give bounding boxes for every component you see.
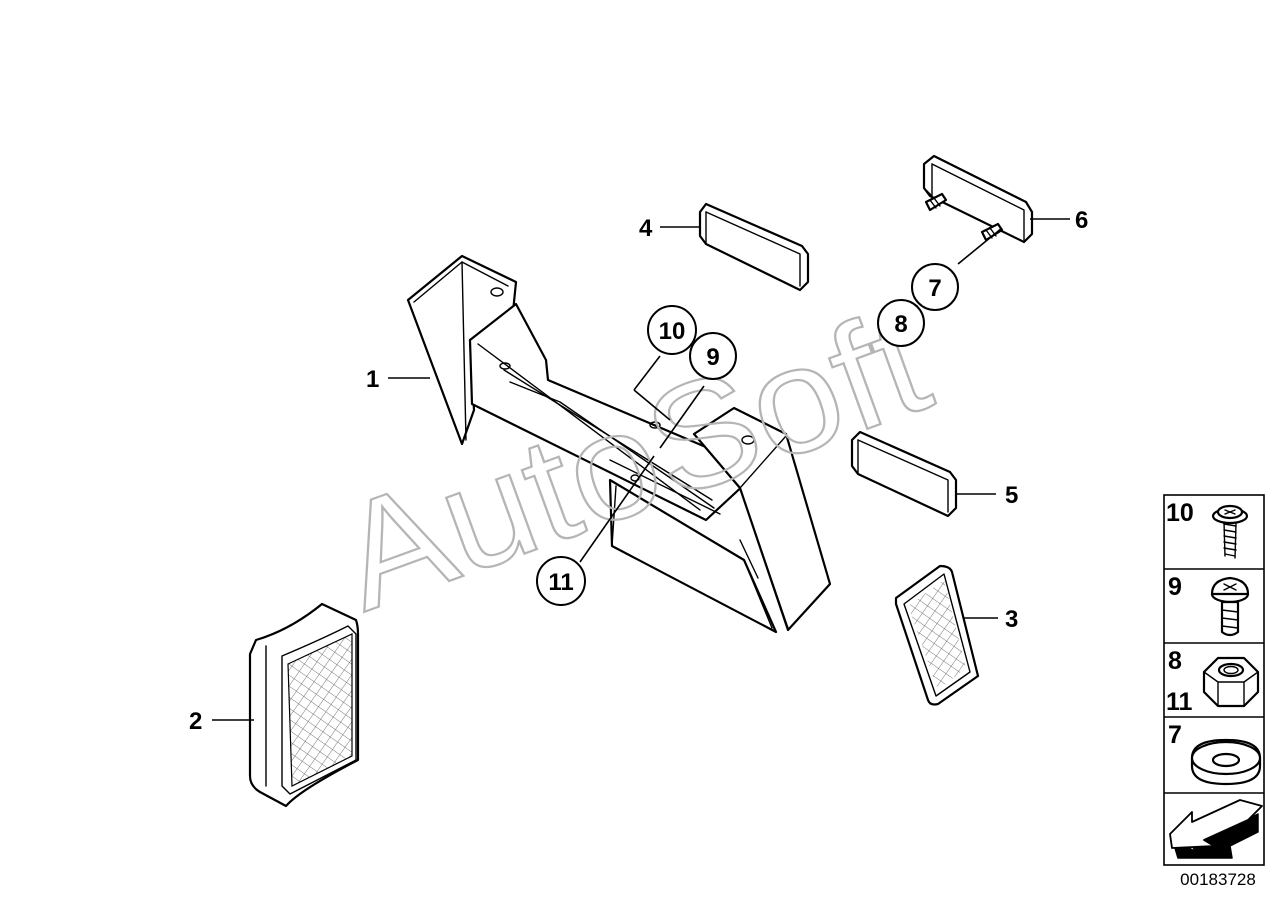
svg-text:1: 1: [366, 366, 379, 393]
svg-text:6: 6: [1075, 207, 1088, 234]
svg-text:3: 3: [1005, 606, 1018, 633]
cover-strip-4-part[interactable]: [698, 202, 810, 292]
callout-10: 10: [647, 305, 697, 355]
svg-text:7: 7: [928, 275, 941, 302]
legend-label-11: 11: [1166, 688, 1193, 716]
screw-with-washer-icon: [1211, 504, 1249, 559]
cover-strip-5-part[interactable]: [850, 430, 958, 518]
leader-lines: [212, 218, 1070, 721]
callout-7: 7: [911, 263, 959, 311]
callout-5: 5: [1005, 482, 1018, 509]
hex-nut-icon: [1202, 656, 1260, 708]
svg-text:10: 10: [659, 318, 686, 345]
fastener-legend: 10 9 8 11 7: [1163, 494, 1265, 866]
stud-cover-6-part[interactable]: [922, 154, 1034, 244]
diagram-code: 00183728: [1180, 870, 1256, 889]
legend-label-7: 7: [1168, 721, 1182, 749]
callout-4: 4: [639, 215, 653, 242]
large-reflector-part[interactable]: [248, 602, 360, 808]
svg-text:4: 4: [639, 215, 653, 242]
arrow-back-icon: [1169, 799, 1263, 859]
callout-9: 9: [689, 332, 737, 380]
legend-label-8: 8: [1168, 647, 1182, 675]
svg-text:8: 8: [894, 311, 907, 338]
svg-text:9: 9: [706, 344, 719, 371]
callout-8: 8: [877, 299, 925, 347]
svg-text:5: 5: [1005, 482, 1018, 509]
screw-icon: [1210, 576, 1250, 637]
callout-11: 11: [536, 556, 586, 606]
svg-text:11: 11: [548, 569, 573, 596]
legend-label-10: 10: [1166, 499, 1194, 527]
watermark-text: AutoSoft: [317, 276, 948, 643]
bracket-part[interactable]: [406, 254, 832, 634]
small-reflector-part[interactable]: [894, 564, 980, 706]
callout-2: 2: [189, 708, 202, 735]
svg-text:2: 2: [189, 708, 202, 735]
callout-3: 3: [1005, 606, 1018, 633]
flat-washer-icon: [1190, 738, 1262, 786]
callout-6: 6: [1075, 207, 1088, 234]
callout-1: 1: [366, 366, 379, 393]
legend-label-9: 9: [1168, 573, 1182, 601]
